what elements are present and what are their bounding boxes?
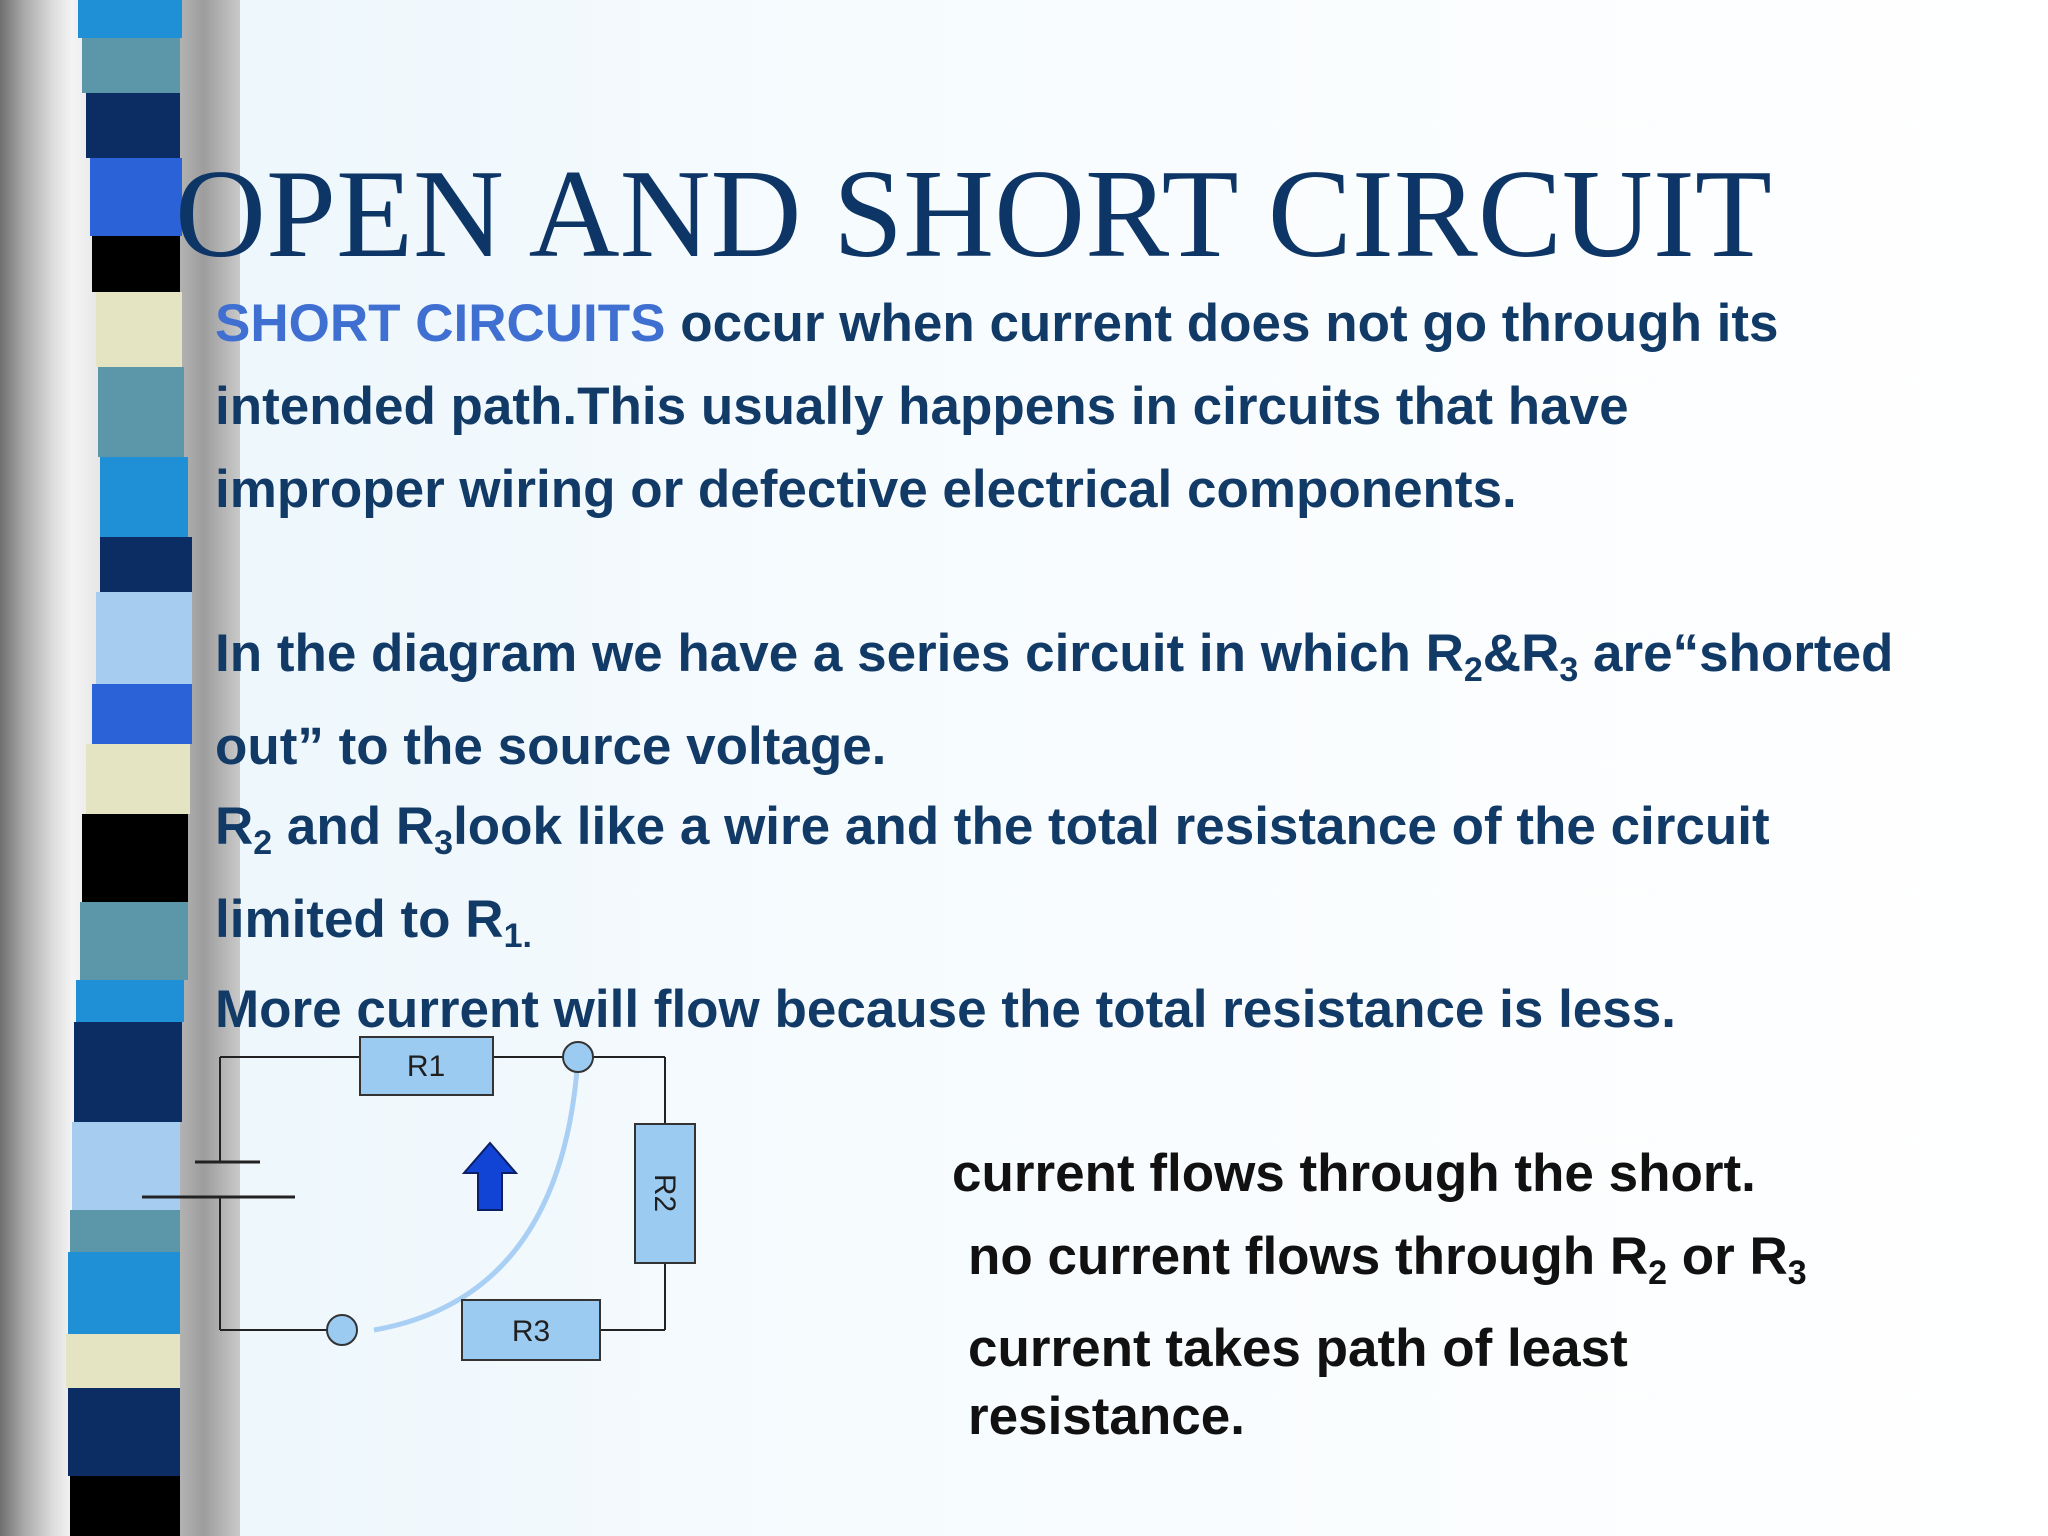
decorative-stripe: [92, 236, 180, 292]
note-sub-3: 3: [1787, 1254, 1807, 1292]
decorative-stripe: [66, 1334, 180, 1388]
note-no-current: no current flows through R2 or R3: [968, 1230, 1807, 1290]
decorative-stripe: [68, 1388, 180, 1476]
decorative-stripe: [82, 38, 180, 93]
note-least-resistance-2: resistance.: [968, 1387, 1245, 1446]
resistor-r2-label: R2: [648, 1174, 681, 1212]
decorative-stripe: [76, 980, 184, 1022]
diagram-text-sub-3: 3: [1559, 651, 1579, 689]
decorative-stripe: [68, 1252, 180, 1334]
decorative-stripe: [82, 814, 188, 902]
decorative-stripe: [70, 1476, 180, 1536]
decorative-stripe: [86, 744, 190, 814]
resistor-r3-body: [461, 1299, 601, 1361]
circuit-wires: [142, 1056, 666, 1331]
intro-line-2: intended path.This usually happens in ci…: [215, 377, 1629, 436]
decorative-stripe: [96, 292, 182, 367]
more-current-line: More current will flow because the total…: [215, 980, 1676, 1039]
resistor-r1-label: R1: [407, 1050, 445, 1083]
intro-line-1: SHORT CIRCUITS occur when current does n…: [215, 297, 1779, 350]
diagram-description-line-2: out” to the source voltage.: [215, 717, 887, 776]
wire-text-b: and R: [272, 797, 435, 856]
note-least-resistance-1: current takes path of least: [968, 1319, 1628, 1378]
decorative-stripe: [70, 1210, 180, 1252]
decorative-stripe: [92, 684, 192, 744]
resistor-r3-label: R3: [512, 1315, 550, 1348]
decorative-stripe: [86, 93, 180, 158]
slide-title: OPEN AND SHORT CIRCUIT: [175, 145, 1772, 284]
short-node-top: [562, 1041, 594, 1073]
short-circuit-wire: [373, 1056, 581, 1333]
decorative-stripe: [100, 457, 188, 537]
wire-text-c: look like a wire and the total resistanc…: [453, 797, 1770, 856]
resistor-r2-body: [634, 1123, 696, 1264]
diagram-text-sub-2: 2: [1463, 651, 1483, 689]
circuit-diagram: R1 R2 R3: [142, 1036, 696, 1361]
wire-text-sub-3: 3: [434, 824, 454, 862]
limited-to-line: limited to R1.: [215, 893, 532, 953]
diagram-text-c: are“shorted: [1578, 624, 1894, 683]
decorative-stripe: [72, 1122, 180, 1210]
note-current-flows-short: current flows through the short.: [952, 1144, 1756, 1203]
decorative-stripe: [78, 0, 182, 38]
short-circuits-term: SHORT CIRCUITS: [215, 294, 666, 353]
limited-text-sub-1: 1.: [503, 917, 532, 955]
wire-explanation-line: R2 and R3look like a wire and the total …: [215, 800, 1770, 860]
diagram-description-line-1: In the diagram we have a series circuit …: [215, 627, 1893, 687]
decorative-stripe: [80, 902, 188, 980]
wire-text-sub-2: 2: [253, 824, 273, 862]
decorative-stripe: [98, 367, 184, 457]
resistor-r2: R2: [634, 1123, 696, 1264]
diagram-text-b: &R: [1482, 624, 1560, 683]
intro-line-1-rest: occur when current does not go through i…: [665, 294, 1779, 353]
resistor-r1-body: [359, 1036, 494, 1096]
note-sub-2: 2: [1648, 1254, 1668, 1292]
decorative-stripe: [100, 537, 192, 592]
resistor-r1: R1: [359, 1036, 494, 1096]
diagram-text-a: In the diagram we have a series circuit …: [215, 624, 1464, 683]
current-direction-arrow-icon: [461, 1141, 519, 1211]
decorative-stripe: [90, 158, 182, 236]
decorative-stripe: [74, 1022, 182, 1122]
wire-text-a: R: [215, 797, 254, 856]
decorative-stripe-column: [0, 0, 240, 1536]
resistor-r3: R3: [461, 1299, 601, 1361]
short-node-bottom: [326, 1314, 358, 1346]
limited-text-a: limited to R: [215, 890, 504, 949]
note-no-current-text-b: or R: [1667, 1227, 1788, 1286]
note-no-current-text-a: no current flows through R: [968, 1227, 1649, 1286]
intro-line-3: improper wiring or defective electrical …: [215, 460, 1517, 519]
decorative-stripe: [96, 592, 192, 684]
